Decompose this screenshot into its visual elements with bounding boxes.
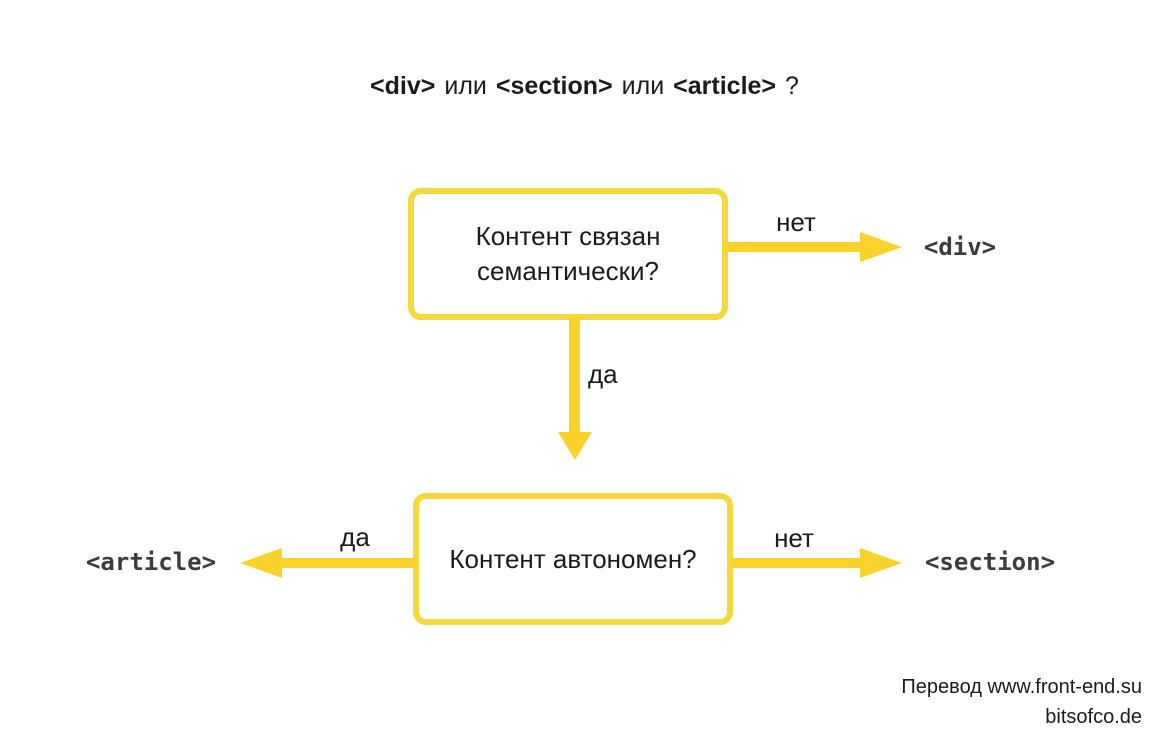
title-separator: или bbox=[621, 72, 665, 100]
arrow-yes-down-shaft bbox=[569, 318, 580, 434]
result-article: <article> bbox=[85, 548, 217, 576]
label-no-2: нет bbox=[774, 523, 814, 553]
title-tag-div: <div> bbox=[370, 72, 436, 100]
footer-credits: Перевод www.front-end.su bitsofco.de bbox=[901, 672, 1142, 732]
question-box-autonomous: Контент автономен? bbox=[413, 493, 733, 625]
arrow-no-to-section-head-icon bbox=[860, 548, 902, 578]
arrow-yes-down-head-icon bbox=[558, 432, 592, 460]
arrow-yes-to-article-head-icon bbox=[240, 548, 282, 578]
arrow-no-to-div-shaft bbox=[726, 242, 862, 252]
label-no-1: нет bbox=[776, 207, 816, 237]
question-box-semantic: Контент связан семантически? bbox=[408, 188, 728, 320]
title-tag-article: <article> bbox=[673, 72, 777, 100]
arrow-yes-to-article-shaft bbox=[280, 558, 415, 568]
arrow-no-to-div-head-icon bbox=[860, 232, 902, 262]
footer-translation-credit: Перевод www.front-end.su bbox=[901, 676, 1142, 698]
question-box-autonomous-text: Контент автономен? bbox=[449, 543, 697, 574]
footer-source-credit: bitsofco.de bbox=[1045, 706, 1142, 728]
title-tag-section: <section> bbox=[495, 72, 613, 100]
label-yes-2: да bbox=[340, 522, 370, 552]
label-yes-1: да bbox=[588, 359, 618, 389]
result-div: <div> bbox=[923, 233, 997, 261]
title-separator: или bbox=[444, 72, 487, 100]
arrow-no-to-section-shaft bbox=[731, 558, 862, 568]
title-question-mark: ? bbox=[785, 72, 799, 100]
result-section: <section> bbox=[924, 548, 1056, 576]
question-box-semantic-text: Контент связан семантически? bbox=[475, 221, 661, 286]
page-title: <div> или <section> или <article> ? bbox=[0, 72, 1169, 101]
